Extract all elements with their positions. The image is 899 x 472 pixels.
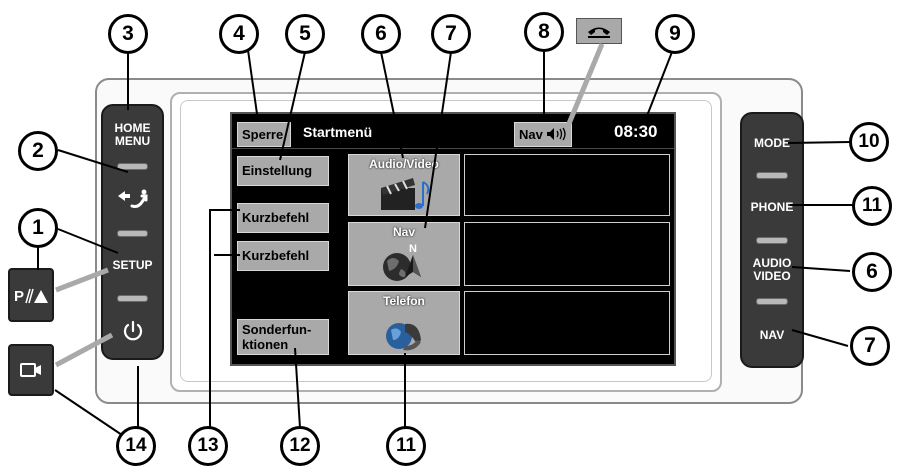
phone-tile-label: Telefon (383, 294, 425, 308)
camera-button[interactable] (8, 344, 54, 396)
park-assist-icon: P (14, 288, 48, 305)
back-arrow-icon (117, 189, 147, 208)
left-button-panel: HOME MENU SETUP (101, 104, 164, 360)
callout-1: 1 (18, 208, 58, 248)
clapperboard-icon (381, 178, 430, 210)
callout-10: 10 (849, 122, 889, 162)
separator (756, 172, 788, 179)
nav-panel (464, 222, 670, 286)
power-button[interactable] (103, 300, 162, 362)
callout-7-right: 7 (850, 326, 890, 366)
callout-2: 2 (18, 131, 58, 171)
audio-video-tile[interactable]: Audio/Video (348, 154, 460, 216)
hang-up-button[interactable] (576, 18, 622, 44)
svg-text:P: P (14, 288, 24, 305)
hang-up-icon (588, 27, 610, 38)
callout-14: 14 (116, 426, 156, 466)
separator (117, 295, 148, 302)
callout-12: 12 (280, 426, 320, 466)
callout-6-right: 6 (852, 252, 892, 292)
callout-5: 5 (285, 14, 325, 54)
phone-panel (464, 291, 670, 355)
nav-status-button[interactable]: Nav (514, 122, 572, 147)
callout-4: 4 (219, 14, 259, 54)
callout-6: 6 (361, 14, 401, 54)
callout-9: 9 (655, 14, 695, 54)
clock: 08:30 (614, 122, 658, 141)
nav-tile[interactable]: Nav N (348, 222, 460, 286)
callout-3: 3 (108, 14, 148, 54)
callout-8: 8 (524, 12, 564, 52)
audio-video-button[interactable]: AUDIO VIDEO (752, 256, 792, 283)
compass-n-label: N (409, 243, 417, 255)
separator (756, 237, 788, 244)
power-icon (123, 320, 142, 341)
audio-video-tile-label: Audio/Video (369, 157, 439, 171)
callout-11: 11 (852, 186, 892, 226)
camera-icon (20, 363, 41, 377)
special-functions-button[interactable]: Sonderfun- ktionen (237, 319, 329, 355)
screen-title: Startmenü (303, 124, 373, 140)
separator (756, 298, 788, 305)
volume-icon (547, 127, 567, 141)
touch-screen: Sperre Startmenü Nav 08:30 Einstellung K… (230, 112, 676, 366)
home-menu-button[interactable]: HOME MENU (114, 120, 151, 148)
shortcut-button-1[interactable]: Kurzbefehl (237, 203, 329, 233)
settings-button[interactable]: Einstellung (237, 156, 329, 186)
phone-tile[interactable]: Telefon (348, 291, 460, 355)
callout-11-bottom: 11 (386, 426, 426, 466)
right-button-panel: MODE PHONE AUDIO VIDEO NAV (740, 112, 804, 368)
nav-button[interactable]: NAV (759, 327, 785, 342)
lock-button[interactable]: Sperre (237, 122, 291, 147)
shortcut-button-2[interactable]: Kurzbefehl (237, 241, 329, 271)
audio-video-panel (464, 154, 670, 216)
nav-tile-label: Nav (392, 225, 415, 239)
back-button[interactable] (103, 168, 162, 230)
callout-7: 7 (431, 14, 471, 54)
globe-compass-icon: N (383, 243, 421, 281)
park-distance-button[interactable]: P (8, 268, 54, 322)
phone-globe-icon (386, 323, 421, 351)
nav-status-label: Nav (519, 127, 543, 142)
phone-button[interactable]: PHONE (750, 199, 794, 214)
mode-button[interactable]: MODE (754, 135, 790, 150)
status-divider (232, 148, 674, 149)
setup-button[interactable]: SETUP (112, 257, 153, 272)
callout-13: 13 (188, 426, 228, 466)
